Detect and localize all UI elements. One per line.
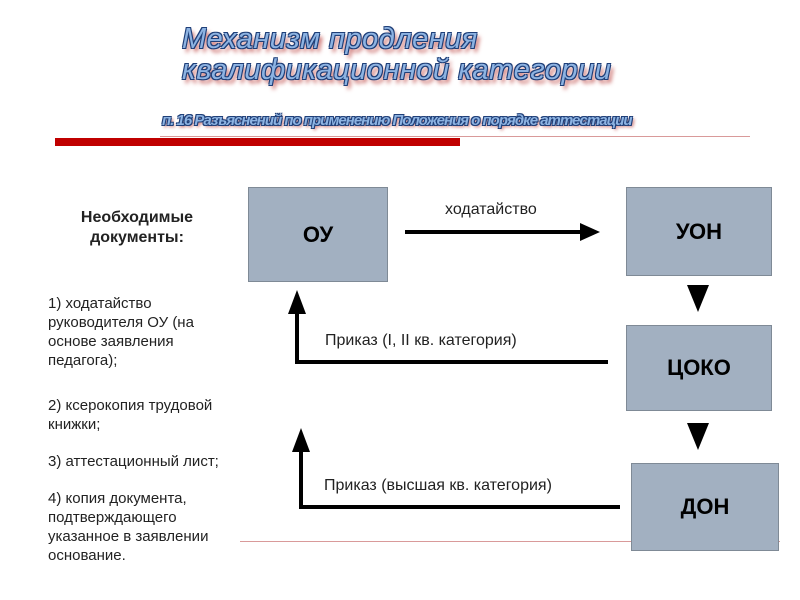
title-line-1: Механизм продления <box>182 23 478 55</box>
title-divider-thin <box>160 136 750 137</box>
title-divider-bar <box>55 138 460 146</box>
document-item-1: 1) ходатайство руководителя ОУ (на основ… <box>48 295 194 369</box>
document-item-4: 4) копия документа, подтверждающего указ… <box>48 490 209 564</box>
edge-label-order-high: Приказ (высшая кв. категория) <box>324 477 552 494</box>
title-line-2: квалификационной категории <box>182 54 612 86</box>
arrow-ou-to-uon <box>405 223 600 241</box>
node-ou: ОУ <box>248 187 388 282</box>
slide-title: Механизм продления квалификационной кате… <box>182 24 611 86</box>
edge-label-order-1-2: Приказ (I, II кв. категория) <box>325 332 517 349</box>
arrow-uon-to-coko <box>687 285 709 312</box>
edge-label-petition: ходатайство <box>445 201 537 218</box>
arrow-don-to-ou <box>292 428 620 509</box>
slide-subtitle: п. 16 Разъяснений по применению Положени… <box>162 112 633 129</box>
documents-heading: Необходимые документы: <box>80 209 194 246</box>
document-item-3: 3) аттестационный лист; <box>48 453 219 470</box>
document-item-2: 2) ксерокопия трудовой книжки; <box>48 397 213 433</box>
node-don: ДОН <box>631 463 779 551</box>
bottom-divider <box>240 541 780 542</box>
node-coko: ЦОКО <box>626 325 772 411</box>
arrow-coko-to-don <box>687 423 709 450</box>
node-uon: УОН <box>626 187 772 276</box>
arrow-coko-to-ou <box>288 290 608 364</box>
